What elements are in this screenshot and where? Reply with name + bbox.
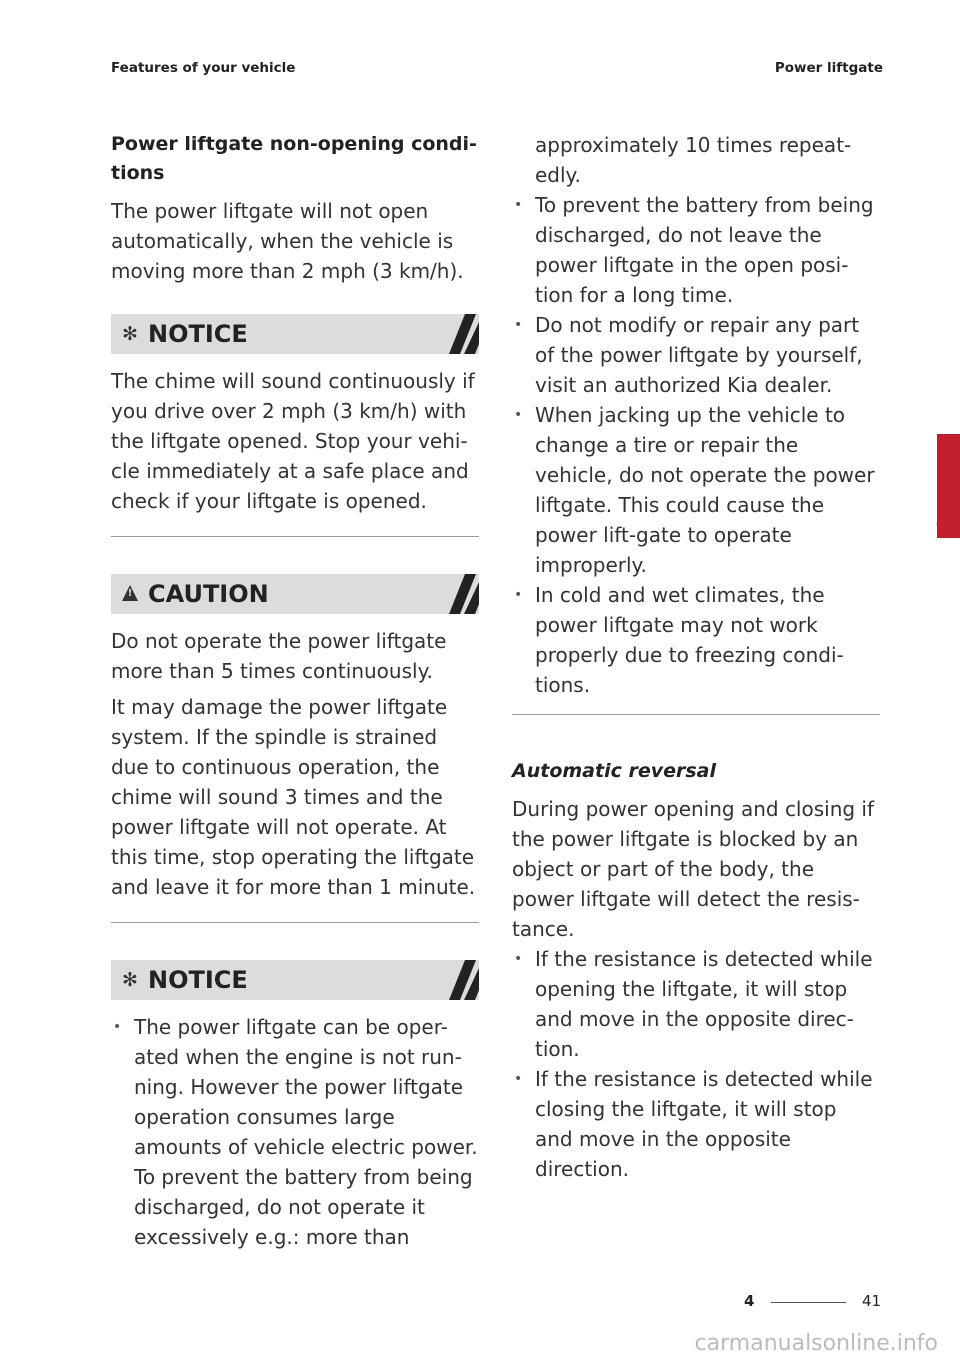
list-item: When jacking up the vehicle to change a … [512,400,880,580]
notice-continuation: approximately 10 times repeat-edly. [535,133,852,187]
notice-title-2: NOTICE [148,966,248,994]
non-opening-paragraph: The power liftgate will not open automat… [111,199,464,283]
right-column: approximately 10 times repeat-edly. To p… [512,130,880,1190]
divider [111,536,479,537]
watermark: carmanualsonline.info [694,1331,938,1356]
diagonal-stripes-icon [449,960,479,1000]
automatic-reversal-bullet-list: If the resistance is detected while open… [512,944,880,1184]
warning-triangle-icon [122,585,138,601]
footer-rule [771,1302,846,1303]
running-header-right: Power liftgate [774,60,883,76]
chapter-tab-number: 4 [936,512,948,531]
section-title-automatic-reversal: Automatic reversal [512,760,716,782]
notice-chime-paragraph: The chime will sound continuously if you… [111,369,475,513]
diagonal-stripes-icon [449,314,479,354]
list-item: The power liftgate can be oper-ated when… [111,1012,479,1252]
notice-bullet-list: The power liftgate can be oper-ated when… [111,1012,479,1252]
automatic-reversal-paragraph: During power opening and closing if the … [512,797,875,941]
footer-page-number: 41 [862,1292,882,1310]
list-item: Do not modify or repair any part of the … [512,310,880,400]
asterisk-notice-icon: ✻ [122,969,138,991]
section-title-non-opening: Power liftgate non-opening condi-tions [111,133,477,184]
list-item: To prevent the battery from being discha… [512,190,880,310]
caution-title: CAUTION [148,580,269,608]
caution-box-header: ! CAUTION [111,574,479,614]
notice-box-header-2: ✻ NOTICE [111,960,479,1000]
notice-title: NOTICE [148,320,248,348]
divider [512,714,880,715]
running-header-left: Features of your vehicle [111,60,296,76]
list-item: In cold and wet climates, the power lift… [512,580,880,700]
caution-paragraph-2: It may damage the power liftgate system.… [111,695,476,899]
left-column: Power liftgate non-opening condi-tions T… [111,130,479,1258]
diagonal-stripes-icon [449,574,479,614]
chapter-tab [937,434,960,538]
caution-paragraph-1: Do not operate the power liftgate more t… [111,629,447,683]
notice-box-header: ✻ NOTICE [111,314,479,354]
divider [111,922,479,923]
asterisk-notice-icon: ✻ [122,323,138,345]
list-item: If the resistance is detected while open… [512,944,880,1064]
notice-bullet-list-continued: To prevent the battery from being discha… [512,190,880,700]
list-item: If the resistance is detected while clos… [512,1064,880,1184]
footer-chapter-number: 4 [744,1292,755,1310]
